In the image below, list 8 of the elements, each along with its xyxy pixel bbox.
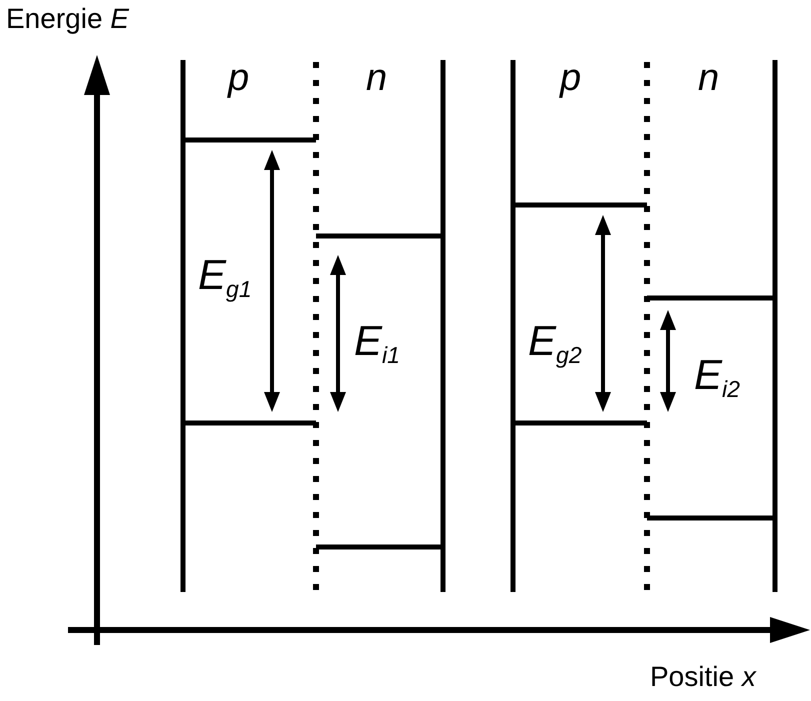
region-label: p xyxy=(228,58,250,100)
region-label: p xyxy=(560,58,582,100)
region-label: n xyxy=(366,58,388,100)
region-label: n xyxy=(698,58,720,100)
axis-title: Energie E xyxy=(6,4,129,35)
energy-symbol: E$_{i1}$ xyxy=(354,318,400,364)
energy-symbol: E$_{i2}$ xyxy=(694,352,740,398)
axis-title: Positie x xyxy=(650,662,756,693)
